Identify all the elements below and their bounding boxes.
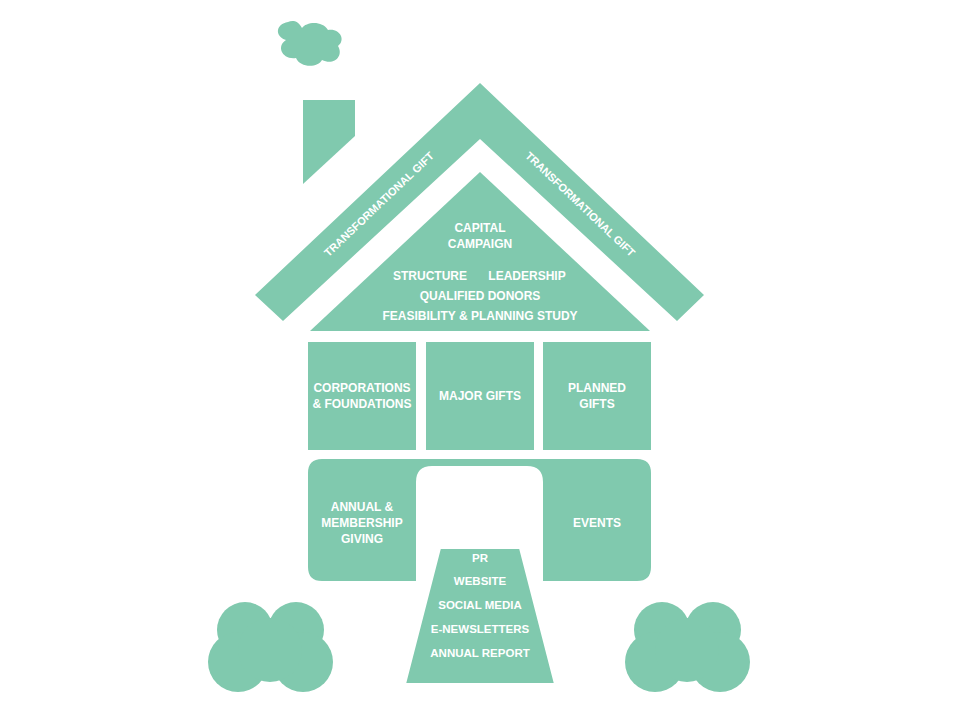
roof-triangle-outline	[310, 172, 650, 331]
wall-block-outline	[426, 342, 534, 450]
wall-block-outline	[308, 342, 416, 450]
house-label: PR	[472, 551, 488, 567]
wall-block: PLANNED GIFTS	[543, 342, 651, 450]
wall-block: MAJOR GIFTS	[426, 342, 534, 450]
roof-triangle-shape	[310, 172, 650, 331]
wall-block-shape	[308, 342, 416, 450]
house-label: QUALIFIED DONORS	[420, 288, 541, 304]
house-label: ANNUAL & MEMBERSHIP GIVING	[312, 499, 412, 548]
house-label: LEADERSHIP	[488, 268, 565, 284]
house-label: MAJOR GIFTS	[428, 388, 532, 404]
chimney-smoke	[278, 21, 342, 66]
house-label: CORPORATIONS & FOUNDATIONS	[310, 380, 414, 412]
house-label: E-NEWSLETTERS	[431, 622, 529, 638]
house-label: ANNUAL REPORT	[430, 646, 529, 662]
house-label: FEASIBILITY & PLANNING STUDY	[382, 308, 577, 324]
chimney	[303, 100, 355, 184]
house-label: WEBSITE	[454, 574, 506, 590]
house-label: CAPITAL CAMPAIGN	[435, 220, 525, 252]
wall-block-shape	[543, 342, 651, 450]
wall-block: CORPORATIONS & FOUNDATIONS	[308, 342, 416, 450]
left-bush	[208, 602, 333, 692]
front-path-shape	[405, 548, 555, 684]
roof-triangle: CAPITAL CAMPAIGN STRUCTURE LEADERSHIP QUALI…	[310, 172, 650, 331]
right-bush	[625, 602, 750, 692]
house-label: STRUCTURE	[393, 268, 467, 284]
ground-floor-outline	[308, 459, 651, 581]
wall-block-outline	[543, 342, 651, 450]
house-label: EVENTS	[573, 515, 621, 531]
house-label: SOCIAL MEDIA	[438, 598, 522, 614]
front-path-outline	[405, 548, 555, 684]
house-label: PLANNED GIFTS	[552, 380, 642, 412]
front-path: PR WEBSITE SOCIAL MEDIA E-NEWSLETTERS ANNUAL…	[405, 548, 555, 684]
